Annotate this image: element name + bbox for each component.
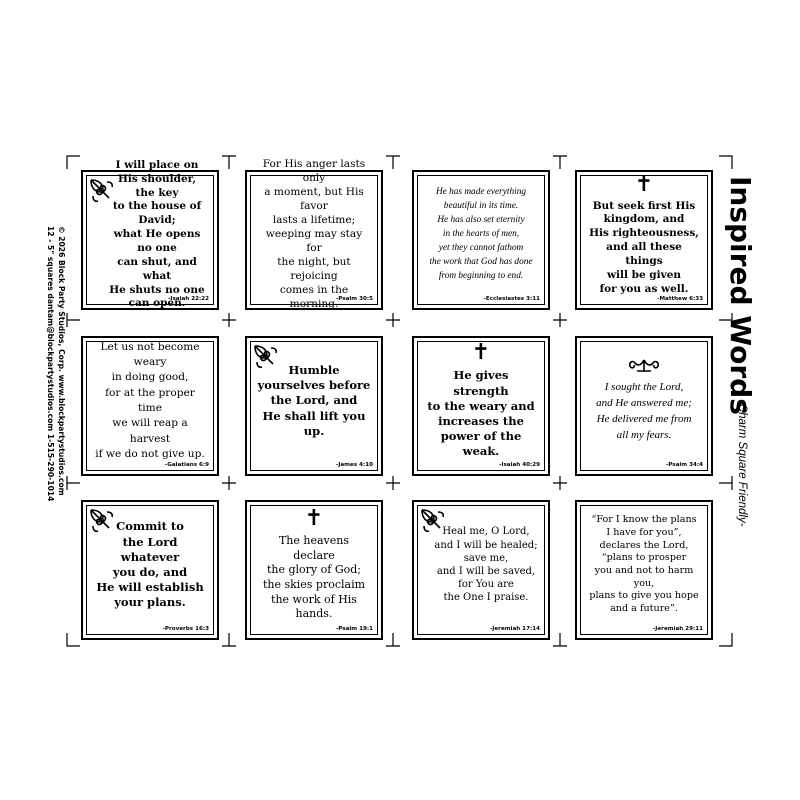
verse-square: “For I know the plans I have for you”, d… (575, 500, 713, 640)
scripture-reference: -Proverbs 16:3 (162, 626, 209, 632)
scripture-reference: -Isaiah 40:29 (499, 462, 540, 468)
cross-icon: ✝ (304, 506, 324, 532)
verse-square: Commit to the Lord whatever you do, and … (81, 500, 219, 640)
verse-square: He has made everything beautiful in its … (412, 170, 550, 310)
verse-text: Heal me, O Lord, and I will be healed; s… (434, 526, 538, 604)
verse-text: He has made everything beautiful in its … (429, 187, 533, 281)
scripture-reference: -Matthew 6:33 (657, 296, 703, 302)
crop-mark-icon (386, 633, 400, 647)
verse-square: Humble yourselves before the Lord, and H… (245, 336, 383, 476)
corner-flourish-icon (254, 345, 278, 369)
crop-mark-icon (222, 633, 236, 647)
scripture-reference: -Psalm 34:4 (665, 462, 703, 468)
corner-flourish-icon (421, 509, 445, 533)
scripture-reference: -Jeremiah 17:14 (489, 626, 540, 632)
crop-mark-icon (66, 155, 80, 169)
verse-text: For His anger lasts only a moment, but H… (262, 158, 366, 310)
verse-text: He gives strength to the weary and incre… (427, 368, 535, 459)
crop-mark-icon (66, 476, 80, 490)
crop-mark-icon (66, 633, 80, 647)
verse-text: Let us not become weary in doing good, f… (95, 340, 205, 461)
verse-square: For His anger lasts only a moment, but H… (245, 158, 383, 310)
verse-square: ✝ But seek first His kingdom, and His ri… (575, 170, 713, 310)
verse-square: I sought the Lord, and He answered me; H… (575, 336, 713, 476)
crop-plus-icon (222, 476, 236, 490)
scripture-reference: -Ecclesiastes 3:11 (483, 296, 541, 302)
top-flourish-icon (629, 359, 659, 373)
scripture-reference: -Psalm 19:1 (335, 626, 373, 632)
crop-mark-icon (386, 155, 400, 169)
crop-mark-icon (553, 633, 567, 647)
crop-mark-icon (719, 313, 733, 327)
corner-flourish-icon (90, 509, 114, 533)
crop-mark-icon (553, 155, 567, 169)
verse-text: But seek first His kingdom, and His righ… (589, 199, 699, 295)
corner-flourish-icon (90, 179, 114, 203)
verse-text: Commit to the Lord whatever you do, and … (96, 519, 204, 610)
crop-mark-icon (222, 155, 236, 169)
verse-square: ✝ The heavens declare the glory of God; … (245, 500, 383, 640)
crop-plus-icon (553, 313, 567, 327)
verse-text: The heavens declare the glory of God; th… (262, 534, 366, 621)
scripture-reference: -Isaiah 22:22 (168, 296, 209, 302)
contact-line: 12 - 5" squares dantam@blockpartystudios… (46, 226, 55, 502)
scripture-reference: -Psalm 30:5 (335, 296, 373, 302)
copyright-line: © 2026 Block Party Studios, Corp. www.bl… (57, 226, 66, 496)
crop-mark-icon (719, 633, 733, 647)
crop-plus-icon (386, 476, 400, 490)
crop-mark-icon (719, 155, 733, 169)
verse-text: I sought the Lord, and He answered me; H… (596, 381, 692, 441)
crop-plus-icon (222, 313, 236, 327)
crop-mark-icon (719, 476, 733, 490)
verse-square: Heal me, O Lord, and I will be healed; s… (412, 500, 550, 640)
cross-icon: ✝ (471, 340, 491, 366)
panel-title: Inspired Words (724, 176, 757, 415)
verse-square: I will place on His shoulder, the key to… (81, 159, 219, 310)
verse-text: I will place on His shoulder, the key to… (109, 158, 205, 310)
verse-square: Let us not become weary in doing good, f… (81, 336, 219, 476)
verse-text: “For I know the plans I have for you”, d… (589, 514, 699, 614)
cross-icon: ✝ (634, 171, 654, 197)
crop-plus-icon (553, 476, 567, 490)
scripture-reference: -James 4:10 (336, 462, 373, 468)
crop-mark-icon (66, 313, 80, 327)
crop-plus-icon (386, 313, 400, 327)
scripture-reference: -Galatians 6:9 (164, 462, 209, 468)
scripture-reference: -Jeremiah 29:11 (652, 626, 703, 632)
panel-subtitle: -Charm Square Friendly- (736, 400, 748, 527)
verse-square: ✝ He gives strength to the weary and inc… (412, 336, 550, 476)
verse-text: Humble yourselves before the Lord, and H… (257, 363, 371, 438)
